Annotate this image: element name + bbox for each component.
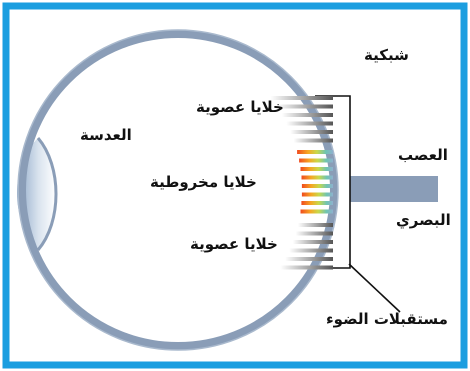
cone-cell-stripe bbox=[301, 167, 334, 171]
rod-cell-stripe bbox=[280, 266, 333, 270]
rod-cell-stripe bbox=[282, 113, 333, 117]
rods-label-bottom: خلايا عصوية bbox=[190, 237, 278, 252]
rod-cell-stripe bbox=[287, 122, 334, 126]
rod-cell-stripe bbox=[289, 249, 333, 253]
photoreceptor-stripes bbox=[271, 96, 334, 270]
cone-cell-stripe bbox=[302, 184, 333, 188]
rod-cell-stripe bbox=[294, 139, 333, 143]
rod-cell-stripe bbox=[290, 130, 333, 134]
optic-nerve-label-line1: العصب bbox=[398, 148, 448, 163]
cone-cell-stripe bbox=[302, 176, 334, 180]
cone-cell-stripe bbox=[299, 159, 333, 163]
rod-cell-stripe bbox=[285, 257, 333, 261]
rods-label-top: خلايا عصوية bbox=[196, 100, 284, 115]
cone-cell-stripe bbox=[302, 193, 333, 197]
retina-label: شبكية bbox=[364, 48, 409, 63]
cone-cell-stripe bbox=[297, 150, 333, 154]
photoreceptors-label: مستقبلات الضوء bbox=[326, 312, 448, 327]
lens-label: العدسة bbox=[80, 128, 132, 143]
cone-cell-stripe bbox=[301, 201, 333, 205]
optic-nerve bbox=[350, 176, 438, 202]
rod-cell-stripe bbox=[298, 223, 333, 227]
rod-cell-stripe bbox=[296, 232, 333, 236]
photoreceptors-leader-line bbox=[349, 264, 400, 312]
cone-cell-stripe bbox=[301, 210, 334, 214]
rod-cell-stripe bbox=[277, 105, 333, 109]
rod-cell-stripe bbox=[293, 240, 333, 244]
optic-nerve-label-line2: البصري bbox=[396, 213, 451, 228]
cones-label: خلايا مخروطية bbox=[150, 175, 257, 190]
